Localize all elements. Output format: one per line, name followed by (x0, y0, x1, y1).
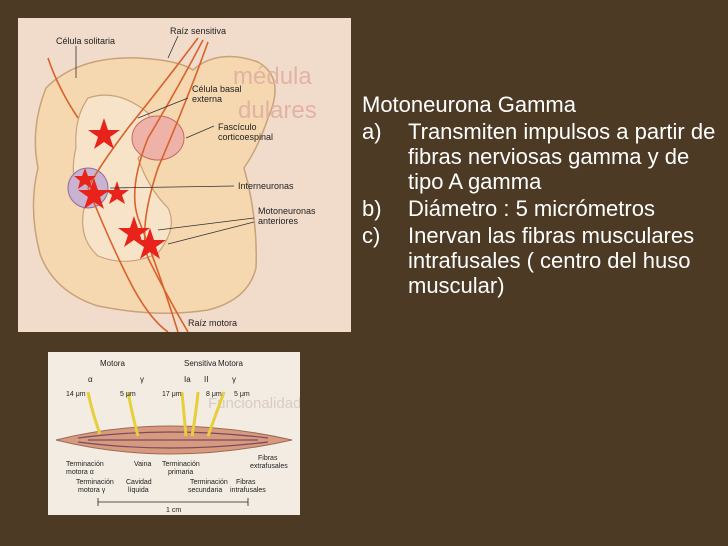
label-ia: Ia (184, 375, 191, 384)
faded-bg-text-1: médula (233, 63, 312, 90)
label-8um: 8 μm (206, 391, 222, 398)
label-cavidad-1: Cavidad (126, 479, 152, 486)
label-motoneuronas: Motoneuronas (258, 206, 316, 216)
label-term-motora-a-1: Terminación (66, 461, 104, 468)
label-gamma: γ (140, 375, 144, 384)
label-fibras-extra-1: Fibras (258, 455, 278, 462)
label-scale: 1 cm (166, 507, 181, 514)
list-marker: a) (362, 119, 382, 144)
label-fibras-intra-1: Fibras (236, 479, 256, 486)
label-sensitiva: Sensitiva (184, 359, 217, 368)
faded-bg-text-3: Funcionalidad de l (208, 395, 300, 412)
label-term-motora-a-2: motora α (66, 469, 94, 476)
label-term-primaria-1: Terminación (162, 461, 200, 468)
label-fasciculo: Fascículo (218, 122, 257, 132)
label-motora: Motora (100, 359, 125, 368)
list-item-b: b) Diámetro : 5 micrómetros (362, 196, 718, 221)
label-14um: 14 μm (66, 391, 86, 398)
label-celula-basal: Célula basal (192, 84, 242, 94)
label-motora-2: Motora (218, 359, 243, 368)
spinal-cord-diagram: médula dulares Célula solitaria Raíz sen… (18, 18, 351, 332)
faded-bg-text-2: dulares (238, 97, 317, 124)
list-marker: c) (362, 223, 381, 248)
slide-title: Motoneurona Gamma (362, 92, 576, 117)
list-text: Diámetro : 5 micrómetros (408, 196, 655, 221)
label-vaina: Vaina (134, 461, 151, 468)
label-gamma-2: γ (232, 375, 236, 384)
label-raiz-motora: Raíz motora (188, 318, 237, 328)
list-marker: b) (362, 196, 382, 221)
label-corticoespinal: corticoespinal (218, 132, 273, 142)
list-text: Transmiten impulsos a partir de fibras n… (408, 119, 716, 194)
slide-text: Motoneurona Gamma a) Transmiten impulsos… (362, 92, 718, 300)
label-cavidad-2: líquida (128, 487, 149, 494)
label-17um: 17 μm (162, 391, 182, 398)
list-item-a: a) Transmiten impulsos a partir de fibra… (362, 119, 718, 194)
label-fibras-intra-2: intrafusales (230, 487, 266, 494)
label-5um-b: 5 μm (234, 391, 250, 398)
label-raiz-sensitiva: Raíz sensitiva (170, 26, 226, 36)
label-5um-a: 5 μm (120, 391, 136, 398)
muscle-spindle-figure: Funcionalidad de l Motora Sensitiva Moto… (48, 352, 300, 515)
label-term-secundaria-1: Terminación (190, 479, 228, 486)
spinal-cord-figure: médula dulares Célula solitaria Raíz sen… (18, 18, 351, 332)
label-term-motora-g-1: Terminación (76, 479, 114, 486)
neuron-markers (74, 118, 166, 259)
label-fibras-extra-2: extrafusales (250, 463, 288, 470)
label-alpha: α (88, 375, 93, 384)
label-term-motora-g-2: motora γ (78, 487, 106, 494)
label-externa: externa (192, 94, 222, 104)
label-term-primaria-2: primaria (168, 469, 193, 476)
label-interneuronas: Interneuronas (238, 181, 294, 191)
label-celula-solitaria: Célula solitaria (56, 36, 115, 46)
list-text: Inervan las fibras musculares intrafusal… (408, 223, 695, 298)
label-ii: II (204, 375, 208, 384)
label-anteriores: anteriores (258, 216, 299, 226)
label-term-secundaria-2: secundaria (188, 487, 222, 494)
muscle-spindle-diagram: Funcionalidad de l Motora Sensitiva Moto… (48, 352, 300, 515)
list-item-c: c) Inervan las fibras musculares intrafu… (362, 223, 718, 298)
